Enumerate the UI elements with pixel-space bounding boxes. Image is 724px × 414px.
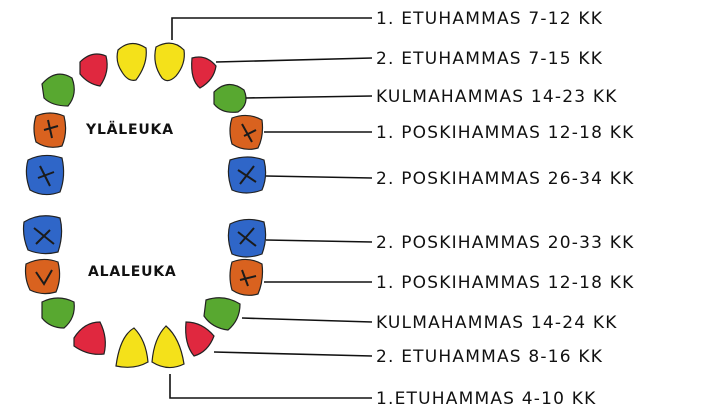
leader-upper-second-molar [266, 176, 372, 178]
leader-lower-lateral-incisor [214, 352, 372, 356]
lower-left-canine [42, 298, 74, 328]
leader-lower-central-incisor [170, 374, 372, 398]
label-upper-second-molar: 2. POSKIHAMMAS 26-34 KK [376, 169, 634, 189]
upper-left-canine [42, 74, 74, 106]
label-lower-canine: KULMAHAMMAS 14-24 KK [376, 313, 618, 333]
leader-lower-second-molar [266, 240, 372, 242]
label-lower-central-incisor: 1.ETUHAMMAS 4-10 KK [376, 389, 596, 409]
leader-upper-lateral-incisor [216, 58, 372, 62]
lower-right-central-incisor [152, 326, 184, 368]
upper-right-lateral-incisor [192, 57, 216, 88]
label-lower-second-molar: 2. POSKIHAMMAS 20-33 KK [376, 233, 634, 253]
lower-left-first-molar [26, 259, 60, 293]
upper-left-central-incisor [117, 43, 146, 80]
lower-right-first-molar [230, 259, 263, 295]
label-upper-lateral-incisor: 2. ETUHAMMAS 7-15 KK [376, 49, 603, 69]
label-lower-first-molar: 1. POSKIHAMMAS 12-18 KK [376, 273, 634, 293]
label-upper-first-molar: 1. POSKIHAMMAS 12-18 KK [376, 123, 634, 143]
label-lower-lateral-incisor: 2. ETUHAMMAS 8-16 KK [376, 347, 603, 367]
label-upper-central-incisor: 1. ETUHAMMAS 7-12 KK [376, 9, 603, 29]
upper-jaw-label: YLÄLEUKA [85, 121, 174, 138]
leader-upper-canine [246, 96, 372, 98]
label-upper-canine: KULMAHAMMAS 14-23 KK [376, 87, 618, 107]
lower-right-lateral-incisor [186, 322, 214, 356]
lower-left-central-incisor [116, 328, 148, 367]
leader-upper-central-incisor [172, 18, 372, 40]
upper-left-lateral-incisor [80, 54, 107, 86]
upper-right-central-incisor [155, 43, 184, 80]
leader-lower-canine [242, 318, 372, 322]
lower-jaw-label: ALALEUKA [88, 264, 177, 280]
lower-left-lateral-incisor [74, 322, 105, 354]
lower-right-canine [204, 298, 240, 330]
upper-right-canine [214, 84, 246, 112]
